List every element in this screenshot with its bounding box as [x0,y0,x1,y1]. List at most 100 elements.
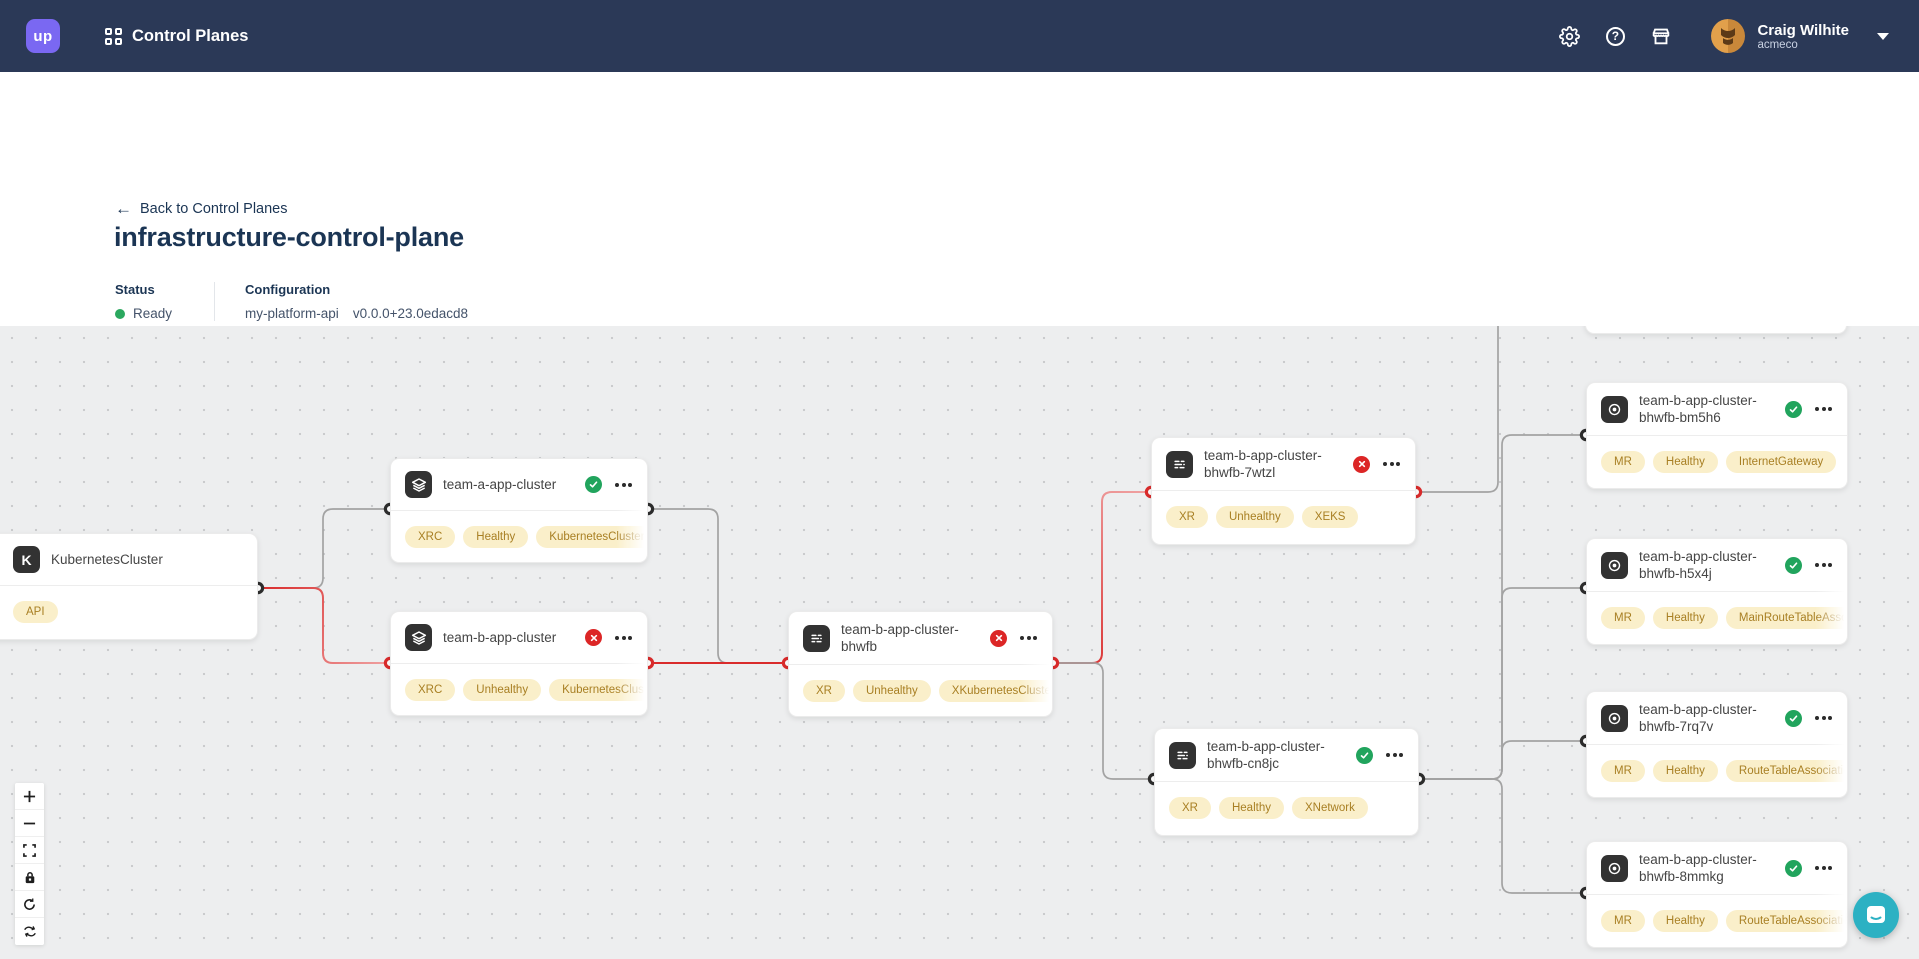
unhealthy-x-icon [1353,455,1370,473]
marketplace-icon[interactable] [1643,18,1679,54]
apps-grid-icon[interactable] [105,27,122,45]
badge: Unhealthy [463,678,542,701]
node-label: team-a-app-cluster [443,477,557,492]
graph-node-kubernetescluster[interactable]: K KubernetesCluster API [0,533,258,640]
configuration-label: Configuration [245,282,331,297]
node-header: K KubernetesCluster [0,534,257,585]
badge: API [13,600,58,623]
node-label: team-b-app-cluster-bhwfb [841,622,959,654]
badge: RouteTableAssociation [1725,909,1847,932]
grid-square [105,27,112,35]
meta-section: Status Ready Configuration my-platform-a… [115,282,468,321]
user-info[interactable]: Craig Wilhite acmeco [1757,22,1849,51]
upbound-logo[interactable]: up [26,19,60,53]
navbar-right: ? Craig Wilhite acmeco [1551,0,1919,72]
composite-icon [803,624,830,652]
node-badges: XRC Healthy KubernetesCluster [391,510,647,562]
node-menu-button[interactable] [1385,749,1404,761]
node-header: team-b-app-cluster-bhwfb-h5x4j [1587,539,1847,591]
graph-node-team-b-app-cluster-bhwfb-bm5h6[interactable]: team-b-app-cluster-bhwfb-bm5h6 MR Healthy… [1586,382,1848,489]
gear-icon[interactable] [1551,18,1587,54]
badge: XNetwork [1291,796,1368,819]
refresh-button[interactable] [15,891,44,918]
node-label: team-b-app-cluster-bhwfb-7rq7v [1639,702,1757,734]
managed-resource-icon [1601,395,1628,423]
fit-view-button[interactable] [15,837,44,864]
avatar[interactable] [1711,19,1746,53]
node-label: KubernetesCluster [51,552,163,567]
back-label: Back to Control Planes [140,201,288,217]
badge: MR [1601,759,1645,782]
node-label: team-b-app-cluster-bhwfb-8mmkg [1639,852,1757,884]
back-arrow-icon: ← [115,199,132,218]
node-menu-button[interactable] [614,632,633,644]
configuration-column: Configuration my-platform-api v0.0.0+23.… [245,282,468,321]
node-menu-button[interactable] [1814,862,1833,874]
node-menu-button[interactable] [1382,458,1401,470]
node-menu-button[interactable] [1814,712,1833,724]
node-header: team-b-app-cluster-bhwfb-cn8jc [1155,729,1418,781]
configuration-name: my-platform-api [245,306,339,321]
node-header: team-b-app-cluster [391,612,647,663]
page-title: infrastructure-control-plane [114,222,464,252]
back-link[interactable]: ← Back to Control Planes [115,199,288,219]
graph-node-partial[interactable] [1585,326,1847,334]
intercom-button[interactable] [1853,892,1899,938]
managed-resource-icon [1601,551,1628,579]
configuration-value: my-platform-api v0.0.0+23.0edacd8 [245,306,468,321]
badge: KubernetesCluster [549,678,647,701]
graph-canvas[interactable]: K KubernetesCluster API team-a-app-clust… [0,326,1919,959]
node-header: team-a-app-cluster [391,459,647,510]
badge: XR [1166,505,1208,528]
chevron-down-icon[interactable] [1877,32,1889,40]
badge: XR [803,679,845,702]
node-menu-button[interactable] [1814,559,1833,571]
relayout-button[interactable] [15,918,44,945]
node-label: team-b-app-cluster-bhwfb-7wtzl [1204,448,1322,480]
zoom-in-button[interactable] [15,783,44,810]
layers-icon [405,624,432,651]
healthy-check-icon [1785,709,1802,727]
badge: XKubernetesCluster [938,679,1052,702]
canvas-controls [15,783,44,945]
healthy-check-icon [1356,746,1373,764]
node-header: team-b-app-cluster-bhwfb-bm5h6 [1587,383,1847,435]
status-value: Ready [115,306,172,321]
badge: MR [1601,450,1645,473]
configuration-version: v0.0.0+23.0edacd8 [352,306,469,321]
lock-button[interactable] [15,864,44,891]
node-menu-button[interactable] [614,479,633,491]
badge: KubernetesCluster [536,525,647,548]
healthy-check-icon [1785,859,1802,877]
node-menu-button[interactable] [1019,632,1038,644]
help-icon[interactable]: ? [1597,18,1633,54]
badge: Healthy [463,525,529,548]
graph-node-team-a-app-cluster[interactable]: team-a-app-cluster XRC Healthy KubernetesC… [390,458,648,563]
badge: XRC [405,525,456,548]
badge: Healthy [1652,450,1718,473]
page-header: ← Back to Control Planes infrastructure-… [0,72,1919,398]
meta-divider [214,282,216,321]
node-menu-button[interactable] [1814,403,1833,415]
zoom-out-button[interactable] [15,810,44,837]
badge: MR [1601,606,1645,629]
node-label: team-b-app-cluster-bhwfb-bm5h6 [1639,393,1757,425]
node-badges: XRCUnhealthyKubernetesCluster [391,663,647,715]
navbar-title: Control Planes [132,26,249,45]
badge: RouteTableAssociation [1725,759,1847,782]
top-navbar: up Control Planes ? [0,0,1919,72]
user-name: Craig Wilhite [1757,21,1849,39]
status-ready-dot [115,308,125,319]
layers-icon [405,471,432,498]
badge: Healthy [1218,796,1284,819]
